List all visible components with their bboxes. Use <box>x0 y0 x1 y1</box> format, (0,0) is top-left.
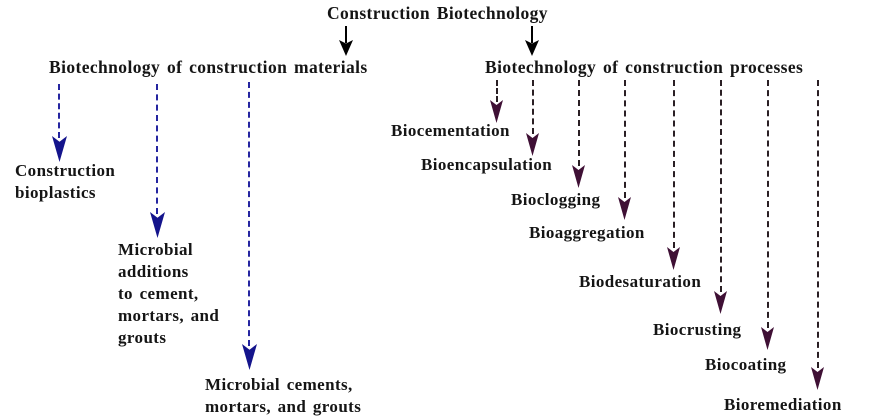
dashed-line <box>58 84 60 138</box>
arrow-down-icon <box>526 133 539 156</box>
arrow-down-icon <box>52 136 67 162</box>
arrow-down-icon <box>667 247 680 270</box>
arrow-down-icon <box>618 197 631 220</box>
dashed-line <box>817 80 819 368</box>
dashed-line <box>720 80 722 292</box>
dashed-line <box>248 82 250 346</box>
node-biocementation: Biocementation <box>391 121 510 140</box>
dashed-line <box>156 84 158 214</box>
node-biodesaturation: Biodesaturation <box>579 272 702 291</box>
arrow-down-icon <box>572 165 585 188</box>
node-bioaggregation: Bioaggregation <box>529 223 645 242</box>
dashed-line <box>578 80 580 166</box>
materials-branch-heading: Biotechnology of construction materials <box>49 57 368 77</box>
node-bioremediation: Bioremediation <box>724 395 842 414</box>
arrow-down-icon <box>811 367 824 390</box>
arrow-shaft <box>345 26 347 43</box>
dashed-line <box>496 80 498 102</box>
arrow-down-icon <box>714 291 727 314</box>
dashed-line <box>673 80 675 248</box>
dashed-line <box>624 80 626 198</box>
dashed-line <box>532 80 534 134</box>
arrow-down-icon <box>761 327 774 350</box>
node-bioclogging: Bioclogging <box>511 190 601 209</box>
arrow-down-icon <box>150 212 165 238</box>
arrow-shaft <box>531 26 533 43</box>
node-construction-bioplastics: Construction bioplastics <box>15 161 116 202</box>
arrow-down-icon <box>242 344 257 370</box>
node-biocoating: Biocoating <box>705 355 787 374</box>
node-biocrusting: Biocrusting <box>653 320 742 339</box>
dashed-line <box>767 80 769 328</box>
node-microbial-additions: Microbial additions to cement, mortars, … <box>118 240 220 347</box>
processes-branch-heading: Biotechnology of construction processes <box>485 57 804 77</box>
diagram-title: Construction Biotechnology <box>327 3 548 23</box>
node-bioencapsulation: Bioencapsulation <box>421 155 553 174</box>
node-microbial-cements: Microbial cements, mortars, and grouts <box>205 375 362 416</box>
